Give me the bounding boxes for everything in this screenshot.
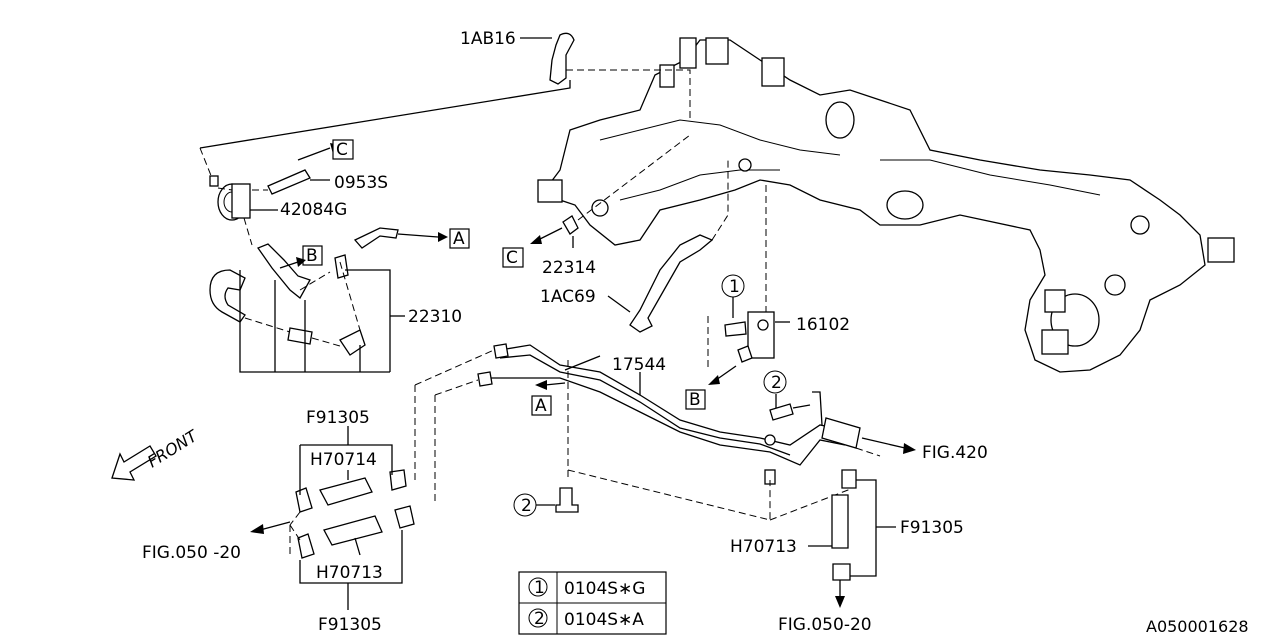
ref-a-lower-label: A [535, 396, 547, 416]
ref-b-upper-label: B [306, 246, 318, 266]
front-label: FRONT [144, 426, 201, 472]
legend-row1-num: 1 [534, 578, 545, 598]
label-16102: 16102 [796, 315, 850, 335]
diagram-id: A050001628 [1146, 617, 1249, 636]
ref-box-c-upper: C [332, 139, 354, 160]
front-direction-arrow: FRONT [111, 426, 202, 481]
ref-box-a-upper: A [449, 228, 470, 249]
label-h70714: H70714 [310, 450, 377, 470]
hose-0953s [267, 169, 311, 195]
ref-box-c-lower: C [502, 247, 524, 268]
hose-h70714 [295, 469, 407, 513]
label-1ab16: 1AB16 [460, 29, 516, 49]
callout-circle-2-upper [763, 370, 787, 394]
label-h70713-right: H70713 [730, 537, 797, 557]
label-1ac69: 1AC69 [540, 287, 596, 307]
label-0953s: 0953S [334, 173, 388, 193]
label-f91305-top: F91305 [306, 408, 370, 428]
ref-box-a-lower: A [531, 395, 552, 416]
valve-42084g [209, 175, 253, 246]
hose-assembly-22310 [209, 227, 405, 373]
label-22314: 22314 [542, 258, 596, 278]
ref-a-upper-label: A [453, 229, 465, 249]
ref-box-b-lower: B [685, 389, 706, 410]
label-h70713-left: H70713 [316, 563, 383, 583]
legend-row2-num: 2 [534, 609, 545, 629]
callout-2-lower-label: 2 [521, 496, 532, 516]
label-42084g: 42084G [280, 200, 347, 220]
bolt-22314 [562, 215, 579, 235]
ref-b-lower-label: B [689, 390, 701, 410]
hose-1ac69 [629, 234, 714, 333]
label-22310: 22310 [408, 307, 462, 327]
bolt-legend-table: 1 0104S∗G 2 0104S∗A [518, 571, 667, 635]
callout-1-label: 1 [729, 277, 740, 297]
label-f91305-bottom: F91305 [318, 615, 382, 635]
label-fig050-left: FIG.050 -20 [142, 543, 241, 563]
ref-c-upper-label: C [336, 140, 348, 160]
ref-box-b-upper: B [302, 245, 323, 266]
hose-h70713-right [831, 469, 857, 581]
hose-1ab16 [549, 32, 575, 85]
hose-h70713-left [297, 505, 415, 559]
label-fig050-bottom: FIG.050-20 [778, 615, 872, 635]
fuel-pipe-17544 [477, 343, 861, 485]
legend-row1-code: 0104S∗G [564, 579, 645, 599]
label-fig420: FIG.420 [922, 443, 988, 463]
label-17544: 17544 [612, 355, 666, 375]
sensor-16102 [707, 185, 790, 368]
callout-2-upper-label: 2 [771, 373, 782, 393]
label-f91305-right: F91305 [900, 518, 964, 538]
legend-row2-code: 0104S∗A [564, 610, 644, 630]
intake-manifold [537, 37, 1235, 373]
ref-c-lower-label: C [506, 248, 518, 268]
